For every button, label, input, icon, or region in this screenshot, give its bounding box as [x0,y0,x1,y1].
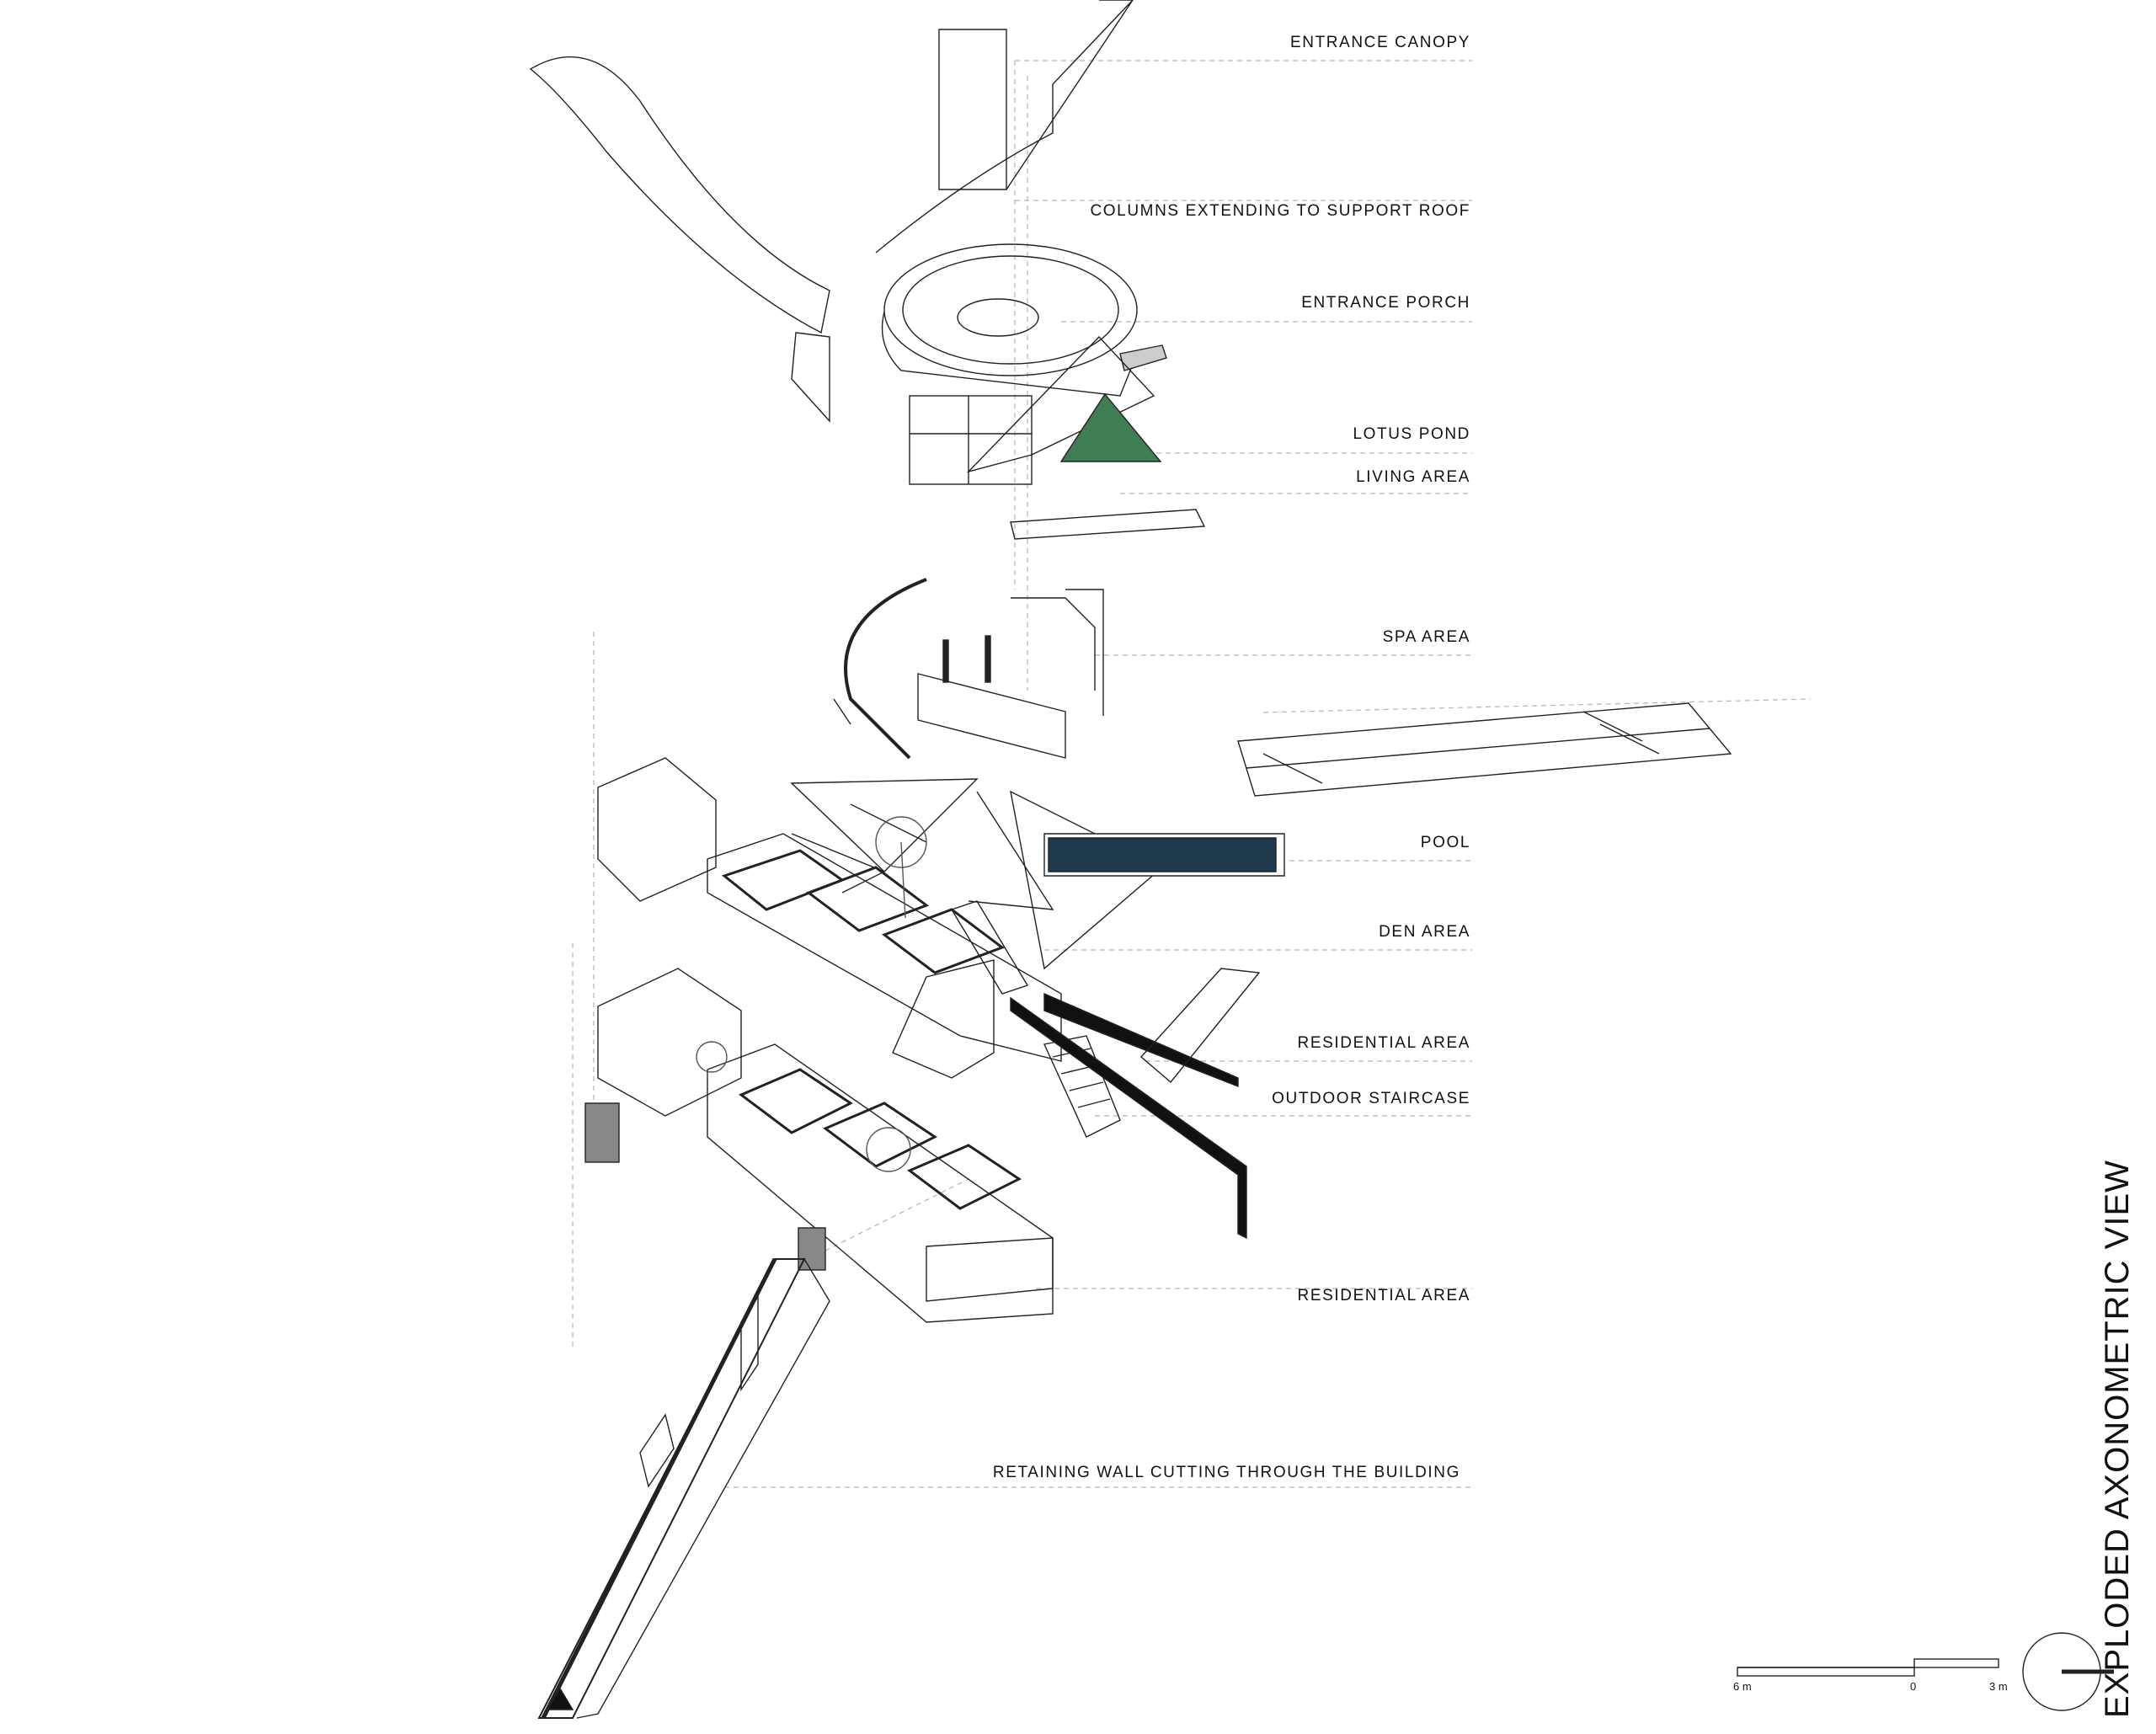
label-residential-area-2: RESIDENTIAL AREA [1297,1287,1470,1305]
label-columns: COLUMNS EXTENDING TO SUPPORT ROOF [1090,202,1470,220]
scale-label-left: 6 m [1733,1680,1752,1693]
lotus-pond [1059,392,1162,462]
label-lotus-pond: LOTUS POND [1353,425,1470,443]
entrance-canopy [529,0,1134,423]
label-den-area: DEN AREA [1379,923,1470,941]
retaining-wall-segment [1010,996,1247,1240]
den-area [790,778,1164,970]
label-retaining-wall: RETAINING WALL CUTTING THROUGH THE BUILD… [992,1464,1460,1481]
screen-panel [584,1102,620,1163]
entrance-porch [881,243,1167,397]
north-arrow [2022,1632,2114,1711]
pool [1043,833,1285,877]
label-living-area: LIVING AREA [1356,468,1470,486]
scale-label-zero: 0 [1910,1680,1917,1693]
label-entrance-porch: ENTRANCE PORCH [1301,294,1470,312]
page-title: EXPLODED AXONOMETRIC VIEW [2099,1160,2136,1718]
label-outdoor-staircase: OUTDOOR STAIRCASE [1272,1090,1470,1107]
retaining-wall [537,1257,830,1720]
spa-area [833,578,1104,760]
label-entrance-canopy: ENTRANCE CANOPY [1289,34,1470,51]
scale-bar [1737,1658,1999,1677]
leader-lines [572,60,1812,1488]
trees [696,816,927,1172]
scale-label-right: 3 m [1989,1680,2008,1693]
residential-block-lower [597,968,1054,1323]
roof-trellis [1237,702,1732,797]
residential-block-upper [597,757,1239,1088]
label-spa-area: SPA AREA [1382,628,1470,646]
label-pool: POOL [1420,834,1470,851]
living-area-rooms [909,335,1206,540]
floating-slab [1139,968,1261,1084]
label-residential-area-1: RESIDENTIAL AREA [1297,1034,1470,1052]
